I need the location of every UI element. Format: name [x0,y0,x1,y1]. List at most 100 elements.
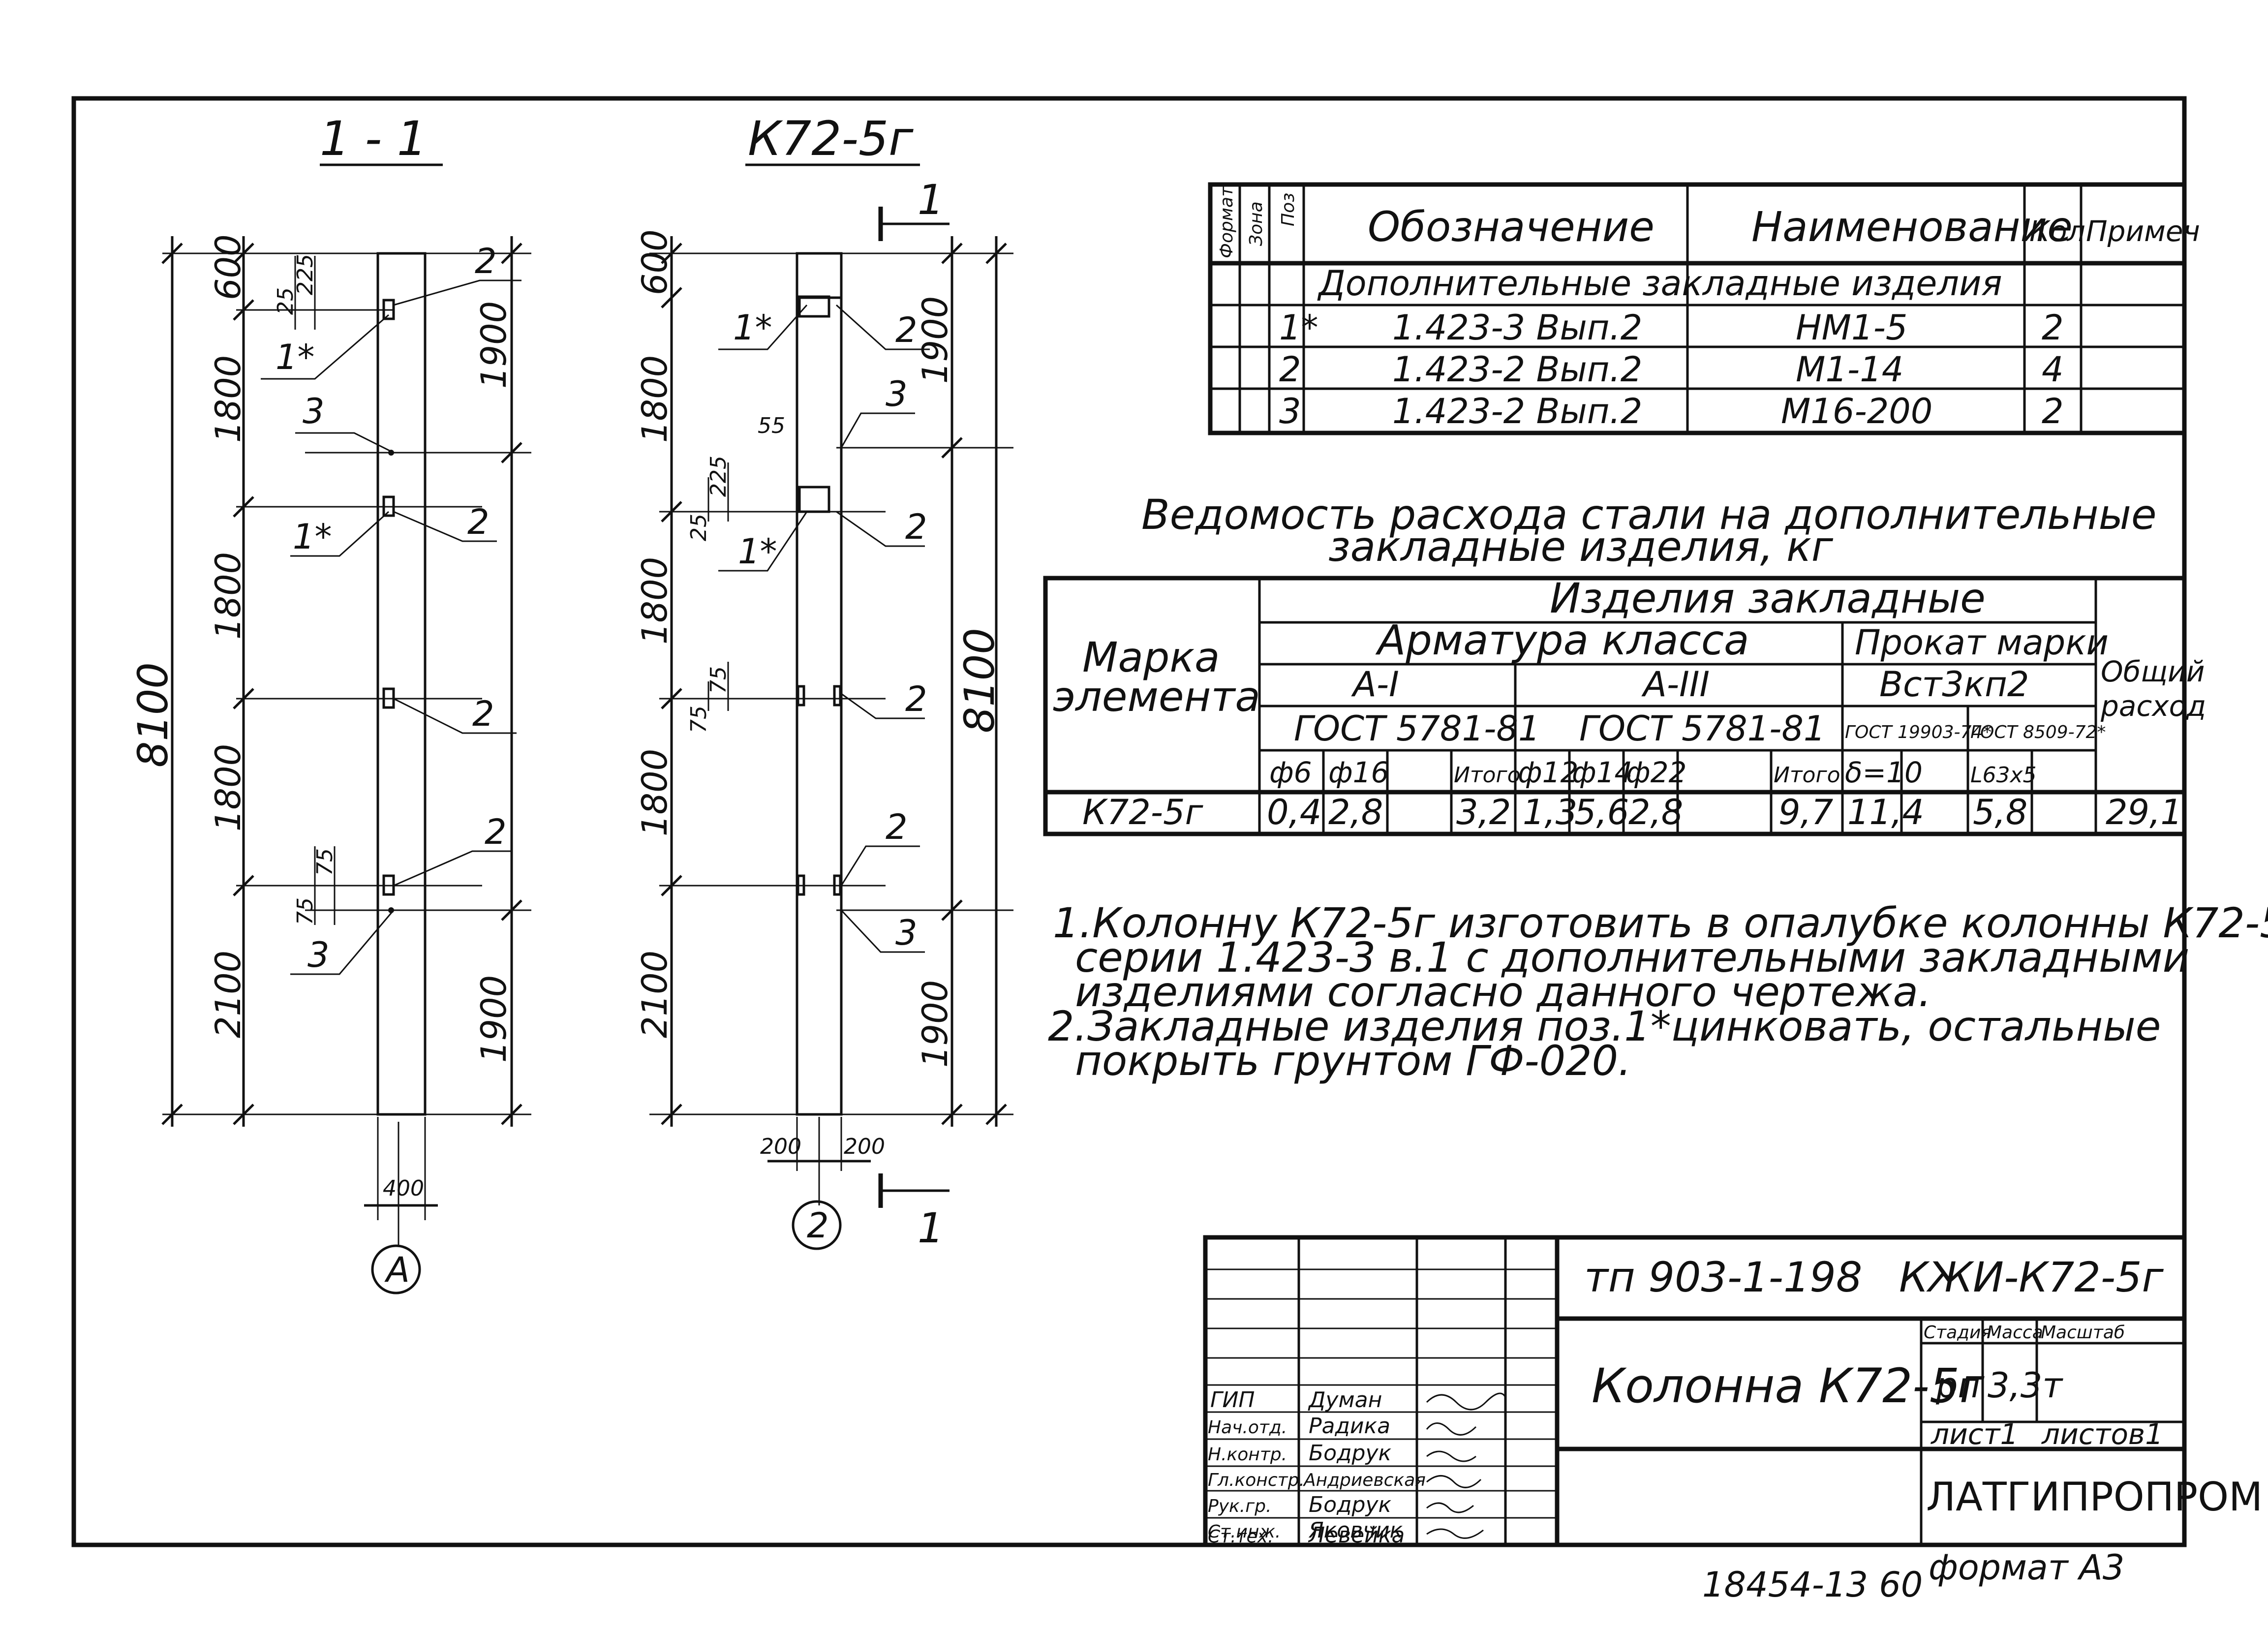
stamp-mass: 3,3т [1988,1365,2063,1406]
spec-header-format: Формат [1217,186,1237,258]
axis-a-label: А [384,1250,410,1290]
dim-1800-c: 1800 [208,744,248,831]
svg-text:Андриевская: Андриевская [1303,1470,1426,1490]
steel-h-gost-4: ГОСТ 8509-72* [1970,722,2106,742]
spec-group-row: Дополнительные закладные изделия [1317,263,2002,304]
dim-55: 55 [758,413,785,438]
note-2b: покрыть грунтом ГФ-020. [1075,1037,1631,1085]
spec-header-pos: Поз [1278,193,1298,226]
steel-h-gost-2: ГОСТ 5781-81 [1579,708,1825,749]
note-1a: 1.Колонну К72-5г изготовить в опалубке к… [1053,899,2268,947]
spec-header-qty: Кол [2029,215,2085,248]
svg-text:3: 3 [886,374,908,414]
axis-2-bubble [792,1200,842,1250]
spec-header-designation: Обозначение [1368,203,1655,251]
svg-text:Итого: Итого [1774,763,1840,788]
svg-text:2: 2 [472,694,494,734]
svg-text:0,4: 0,4 [1267,792,1321,832]
svg-text:1.423-3 Вып.2: 1.423-3 Вып.2 [1392,308,1642,348]
svg-text:225: 225 [706,456,731,497]
stamp-title: Колонна К72-5г [1592,1358,1985,1414]
svg-text:Н.контр.: Н.контр. [1208,1445,1287,1465]
notes: 1.Колонну К72-5г изготовить в опалубке к… [1048,899,2268,1085]
svg-text:Радика: Радика [1309,1414,1390,1439]
svg-text:Бодрук: Бодрук [1309,1441,1391,1466]
section-title: 1 - 1 [320,111,427,166]
svg-text:1.423-2 Вып.2: 1.423-2 Вып.2 [1392,349,1642,390]
stamp-sheets: листов1 [2041,1417,2163,1451]
stamp-code: КЖИ-К72-5г [1899,1253,2164,1301]
svg-text:3: 3 [895,913,918,953]
title-block: ГИП Нач.отд. Н.контр. Гл.констр. Рук.гр.… [1203,1235,2263,1548]
steel-h-arm: Арматура класса [1375,616,1749,664]
steel-h-total-1: Общий [2101,655,2205,688]
svg-text:75: 75 [686,706,711,733]
steel-h-prokat: Прокат марки [1855,622,2109,663]
svg-text:4: 4 [2042,349,2064,390]
svg-text:2: 2 [895,310,918,350]
svg-text:Яковчик: Яковчик [1308,1518,1403,1543]
view-column-k72-5g: К72-5г 1 1 [635,111,1013,1252]
svg-text:1*: 1* [733,308,772,348]
dim-1800-a: 1800 [208,355,248,443]
stamp-org: ЛАТГИПРОПРОМ [1926,1474,2263,1520]
svg-text:ф6: ф6 [1269,756,1312,789]
note-1c: изделиями согласно данного чертежа. [1075,968,1931,1016]
svg-text:5,8: 5,8 [1973,792,2027,832]
svg-text:3,2: 3,2 [1456,792,1511,832]
svg-text:1*: 1* [738,531,777,572]
leader-1: 1* [276,337,315,377]
svg-text:Думан: Думан [1308,1387,1382,1413]
stamp-scale-header: Масштаб [2041,1323,2125,1343]
steel-h-gost-3: ГОСТ 19903-74* [1845,722,1992,742]
spec-row: 3 1.423-2 Вып.2 М16-200 2 [1279,391,2064,431]
axis-2-label: 2 [807,1205,829,1246]
axis-a-bubble [371,1244,421,1294]
steel-h-vst: Вст3кп2 [1879,664,2029,705]
svg-text:Ст.тех.: Ст.тех. [1208,1527,1273,1547]
steel-h-mark-1: Марка [1082,633,1220,681]
steel-h-items: Изделия закладные [1550,574,1986,622]
svg-text:2: 2 [2042,391,2064,431]
svg-text:2: 2 [905,679,927,719]
svg-text:ГИП: ГИП [1210,1387,1255,1413]
svg-text:2: 2 [2042,308,2064,348]
svg-text:3: 3 [1279,391,1301,431]
sheet-format: формат А3 [1929,1547,2124,1588]
steel-h-mark-2: элемента [1053,673,1260,721]
svg-text:L63x5: L63x5 [1970,763,2037,788]
svg-text:1,3: 1,3 [1523,792,1577,832]
svg-text:1*: 1* [1279,308,1318,348]
steel-data-row: К72-5г 0,4 2,8 3,2 1,3 5,6 2,8 9,7 11,4 … [1082,792,2182,832]
svg-text:ф16: ф16 [1328,756,1389,789]
stamp-mass-header: Масса [1987,1323,2043,1343]
svg-text:200: 200 [760,1134,801,1159]
spec-header-note: Примеч [2086,215,2200,248]
svg-text:2: 2 [1279,349,1301,390]
cut-label-top: 1 [918,176,944,224]
dim-8100: 8100 [129,662,177,768]
svg-text:9,7: 9,7 [1778,792,1833,832]
dim-600: 600 [208,234,248,300]
specification-table: Формат Зона Поз Обозначение Наименование… [1208,182,2200,435]
view-section-1-1: 1 - 1 600 18 [129,111,531,1294]
svg-text:М16-200: М16-200 [1781,391,1932,431]
steel-h-a1: А-I [1351,664,1399,705]
svg-text:1.423-2 Вып.2: 1.423-2 Вып.2 [1392,391,1642,431]
leader-3: 3 [303,391,325,431]
svg-text:Гл.констр.: Гл.констр. [1208,1470,1305,1490]
svg-text:25: 25 [273,287,298,315]
svg-text:Левейка: Левейка [1308,1523,1405,1548]
svg-text:К72-5г: К72-5г [1082,792,1204,832]
svg-text:δ=10: δ=10 [1845,756,1923,789]
svg-text:ф12: ф12 [1518,756,1578,789]
note-2a: 2.Закладные изделия поз.1*цинковать, ост… [1048,1002,2161,1050]
stamp-stage: рп [1935,1365,1980,1406]
dim-1900-bottom: 1900 [474,975,514,1063]
steel-title-line2: закладные изделия, кг [1328,523,1834,571]
svg-text:НМ1-5: НМ1-5 [1796,308,1907,348]
svg-text:29,1: 29,1 [2106,792,2182,832]
steel-consumption: Ведомость расхода стали на дополнительны… [1043,491,2206,836]
steel-h-gost-1: ГОСТ 5781-81 [1294,708,1540,749]
